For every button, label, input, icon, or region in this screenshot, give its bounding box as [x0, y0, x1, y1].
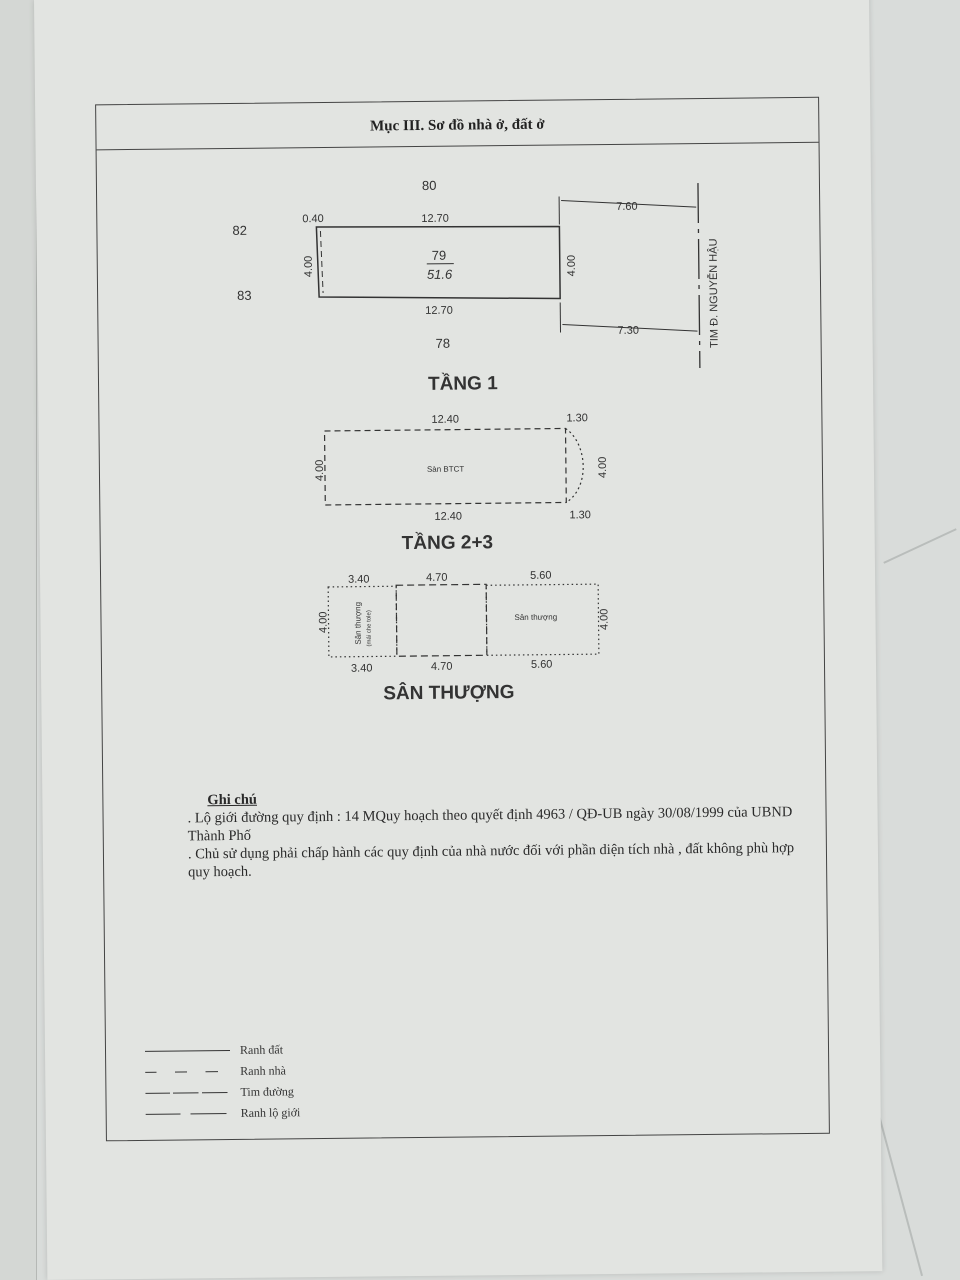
dashed-line-swatch [145, 1071, 231, 1073]
dim-road-bottom: 7.30 [617, 325, 639, 337]
dim-top: 12.40 [431, 414, 459, 426]
dim-road-top: 7.60 [616, 201, 638, 213]
house-boundary-dashed [319, 230, 324, 294]
lot-area: 51.6 [427, 267, 453, 282]
dim-right: 4.00 [566, 255, 578, 277]
roof-middle-outline [395, 583, 488, 657]
floor-outline [323, 427, 567, 506]
legend-label: Ranh lộ giới [240, 1105, 301, 1120]
roof-left-label: Sân thượng [353, 602, 362, 645]
solid-line-swatch [145, 1050, 231, 1052]
dim-balcony-top: 1.30 [566, 412, 588, 424]
neighbor-bottom: 78 [436, 336, 451, 351]
floor-tile-seam [883, 528, 957, 564]
santhuong-plan [327, 583, 600, 658]
neighbor-left-top: 82 [232, 223, 247, 238]
dim-bottom: 12.40 [434, 511, 462, 523]
dim-balcony-bottom: 1.30 [569, 509, 591, 521]
lot-number: 79 [432, 248, 447, 263]
legend-item: Tim đường [145, 1081, 300, 1104]
floor-plan-diagram: 80 82 83 78 0.40 12.70 12.70 79 51.6 4.0… [232, 178, 721, 705]
santhuong-title: SÂN THƯỢNG [383, 681, 514, 704]
legend-item: Ranh đất [145, 1039, 300, 1062]
legend-label: Ranh nhà [240, 1063, 286, 1078]
road-dim-bottom [562, 323, 698, 332]
legend: Ranh đất Ranh nhà Tim đường Ranh lộ giới [145, 1039, 301, 1125]
tang1-title: TẦNG 1 [428, 372, 498, 395]
roof-left-outline [327, 585, 398, 658]
tang23-title: TẦNG 2+3 [402, 531, 494, 554]
tang1-plan [315, 183, 701, 369]
note-line: . Chủ sử dụng phải chấp hành các quy địn… [187, 840, 795, 881]
lot-outline [315, 225, 561, 300]
dim-left: 4.00 [317, 612, 329, 634]
dim-bottom-1: 3.40 [351, 662, 373, 674]
dim-top-2: 4.70 [426, 572, 448, 584]
previous-page-edge [0, 0, 37, 1280]
neighbor-top: 80 [422, 178, 437, 193]
notes-section: Ghi chú . Lộ giới đường quy định : 14 MQ… [187, 785, 798, 881]
dim-bottom: 12.70 [425, 305, 453, 317]
roof-left-sublabel: (mái che tole) [366, 610, 372, 646]
legend-item: Ranh lộ giới [145, 1102, 301, 1125]
road-dim-top [561, 199, 697, 208]
document-page: Mục III. Sơ đồ nhà ở, đất ở 80 82 83 78 … [34, 0, 883, 1280]
balcony-outline [565, 427, 584, 503]
dim-top: 12.70 [421, 213, 449, 225]
dim-left: 4.00 [314, 460, 326, 482]
legend-item: Ranh nhà [145, 1060, 300, 1083]
tang23-plan [323, 427, 584, 506]
legend-label: Ranh đất [239, 1042, 284, 1057]
dim-top-1: 3.40 [348, 574, 370, 586]
roof-right-outline [485, 583, 600, 656]
roof-right-label: Sân thượng [514, 613, 557, 622]
dim-bottom-2: 4.70 [431, 661, 453, 673]
room-label: Sàn BTCT [427, 465, 465, 474]
legend-label: Tim đường [240, 1084, 294, 1099]
dim-offset: 0.40 [302, 213, 324, 225]
neighbor-left-bottom: 83 [237, 288, 252, 303]
road-label: TIM Đ. NGUYỄN HẬU [707, 238, 721, 348]
road-centerline [697, 183, 701, 369]
long-dash-line-swatch [145, 1113, 231, 1115]
dim-left: 4.00 [303, 256, 315, 278]
dim-top-3: 5.60 [530, 570, 552, 582]
dash-dot-line-swatch [145, 1092, 231, 1094]
dim-right: 4.00 [598, 609, 610, 631]
dim-bottom-3: 5.60 [531, 659, 553, 671]
dim-right: 4.00 [597, 457, 609, 479]
